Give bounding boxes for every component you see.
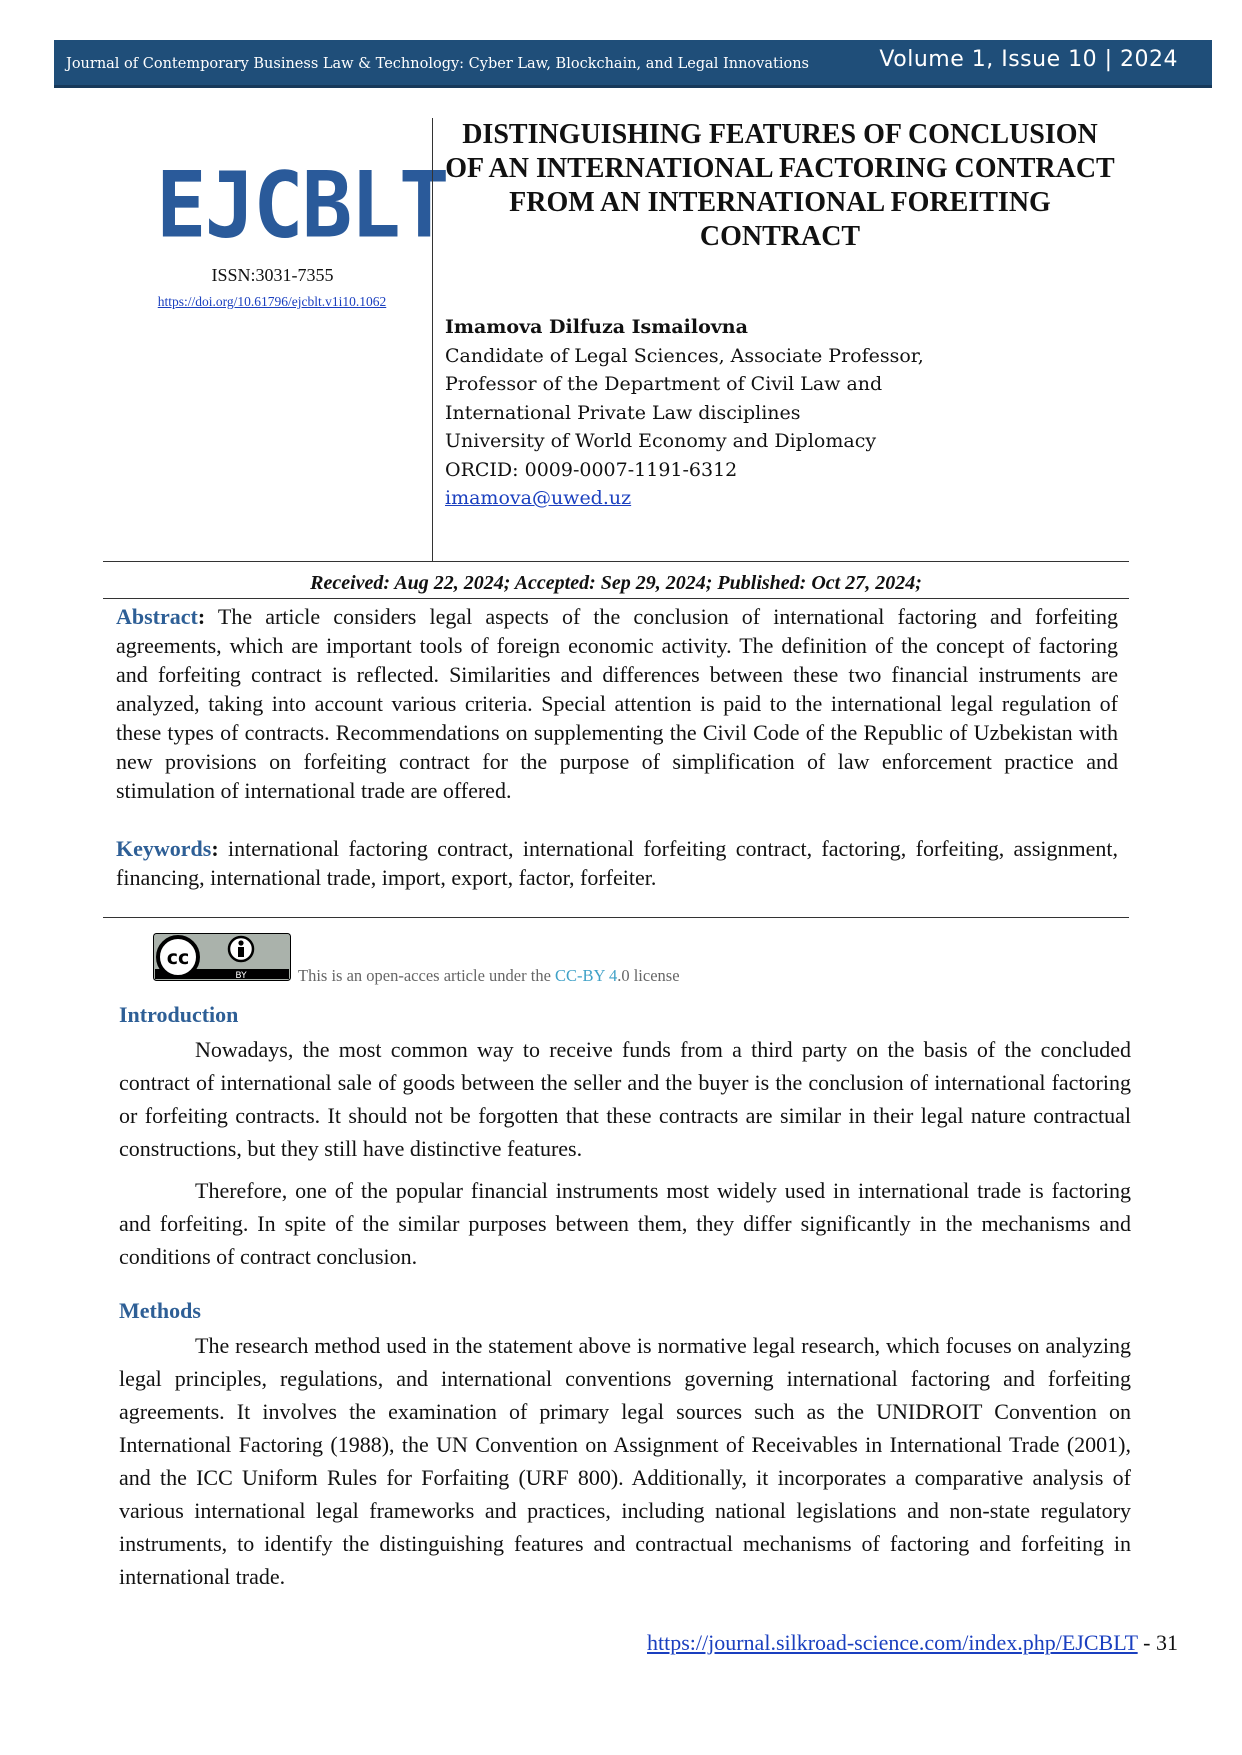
volume-issue: Volume 1, Issue 10 | 2024 <box>879 47 1178 72</box>
by-badge-text: BY <box>235 971 247 981</box>
affiliation-line: International Private Law disciplines <box>445 401 801 424</box>
divider <box>103 561 1129 562</box>
methods-heading: Methods <box>119 1298 201 1323</box>
doi-link[interactable]: https://doi.org/10.61796/ejcblt.v1i10.10… <box>157 294 387 309</box>
affiliation-line: Candidate of Legal Sciences, Associate P… <box>445 344 924 367</box>
license-suffix: .0 license <box>617 966 680 985</box>
affiliation-line: Professor of the Department of Civil Law… <box>445 373 883 395</box>
article-title: DISTINGUISHING FEATURES OF CONCLUSION OF… <box>445 119 1115 252</box>
page-footer: https://journal.silkroad-science.com/ind… <box>647 1630 1178 1656</box>
abstract-text: The article considers legal aspects of t… <box>116 604 1118 803</box>
cc-by-license-icon[interactable]: cc BY <box>153 933 291 981</box>
introduction-paragraph-2: Therefore, one of the popular financial … <box>119 1178 1131 1269</box>
issn: ISSN:3031-7355 <box>211 265 334 285</box>
keywords-label: Keywords <box>116 836 212 861</box>
journal-url-link[interactable]: https://journal.silkroad-science.com/ind… <box>647 1630 1138 1655</box>
page-number: - 31 <box>1137 1630 1178 1655</box>
header-divider <box>432 118 433 561</box>
journal-banner: Journal of Contemporary Business Law & T… <box>54 40 1212 88</box>
orcid: ORCID: 0009-0007-1191-6312 <box>445 458 738 481</box>
cc-by-link[interactable]: CC-BY 4 <box>555 966 618 985</box>
introduction-heading: Introduction <box>119 1002 239 1027</box>
license-prefix: This is an open-acces article under the <box>298 966 556 985</box>
publication-dates: Received: Aug 22, 2024; Accepted: Sep 29… <box>310 572 922 594</box>
introduction-paragraph-1: Nowadays, the most common way to receive… <box>119 1037 1131 1161</box>
journal-logo: EJCBLT <box>156 152 449 258</box>
methods-paragraph-1: The research method used in the statemen… <box>119 1333 1131 1589</box>
license-note: This is an open-acces article under the … <box>298 966 680 986</box>
author-email-link[interactable]: imamova@uwed.uz <box>445 487 632 509</box>
divider <box>103 917 1129 918</box>
abstract-label: Abstract <box>116 604 198 629</box>
keywords-text: international factoring contract, intern… <box>116 836 1118 890</box>
affiliation-line: University of World Economy and Diplomac… <box>445 430 877 452</box>
journal-name: Journal of Contemporary Business Law & T… <box>66 56 809 72</box>
abstract: Abstract: The article considers legal as… <box>116 604 1118 803</box>
cc-badge-text: cc <box>167 947 190 969</box>
author-block: Imamova Dilfuza Ismailovna Candidate of … <box>445 313 1145 513</box>
divider <box>103 598 1129 599</box>
keywords: Keywords: international factoring contra… <box>116 836 1118 890</box>
author-name: Imamova Dilfuza Ismailovna <box>445 316 748 338</box>
